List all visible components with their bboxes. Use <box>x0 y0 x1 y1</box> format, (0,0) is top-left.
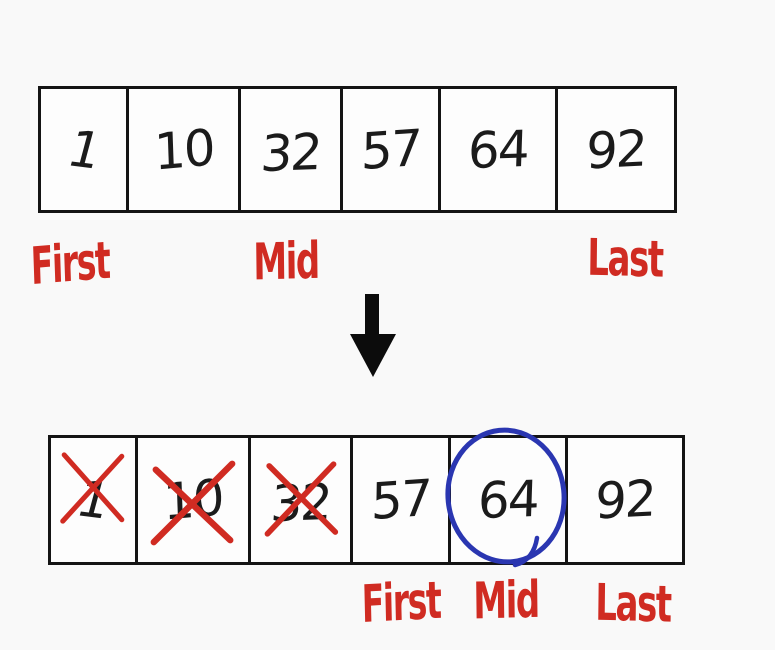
down-arrow-head <box>350 334 396 377</box>
cell-value: 92 <box>585 118 647 181</box>
top-array: 1 10 32 57 64 92 <box>38 86 677 213</box>
cell-value: 92 <box>594 469 656 531</box>
cell-value: 32 <box>268 472 333 534</box>
bottom-array-cell-0: 1 <box>51 438 138 562</box>
top-array-cell-3: 57 <box>343 89 441 210</box>
label-last-bottom: Last <box>595 572 671 634</box>
top-array-cell-4: 64 <box>441 89 558 210</box>
cell-value: 57 <box>370 468 431 532</box>
cell-value: 32 <box>258 122 323 183</box>
label-first-bottom: First <box>361 569 441 635</box>
top-array-cell-1: 10 <box>129 89 241 210</box>
cell-value: 64 <box>477 469 539 531</box>
top-array-cell-5: 92 <box>558 89 674 210</box>
bottom-array-cell-5: 92 <box>568 438 682 562</box>
down-arrow-stem <box>365 294 379 336</box>
label-mid-top: Mid <box>252 230 320 292</box>
label-last-top: Last <box>587 227 663 289</box>
bottom-array-cell-2: 32 <box>251 438 353 562</box>
cell-value: 64 <box>467 119 529 180</box>
cell-value: 10 <box>162 468 224 532</box>
top-array-cell-2: 32 <box>241 89 343 210</box>
bottom-array-cell-1: 10 <box>138 438 251 562</box>
cell-value: 1 <box>61 119 106 180</box>
cell-value: 10 <box>152 117 215 182</box>
label-first-top: First <box>29 229 111 297</box>
top-array-cell-0: 1 <box>41 89 129 210</box>
bottom-array-cell-4: 64 <box>451 438 568 562</box>
label-mid-bottom: Mid <box>472 569 540 631</box>
bottom-array: 1 10 32 57 64 92 <box>48 435 685 565</box>
cell-value: 1 <box>70 469 116 531</box>
cell-value: 57 <box>360 118 421 181</box>
bottom-array-cell-3: 57 <box>353 438 451 562</box>
